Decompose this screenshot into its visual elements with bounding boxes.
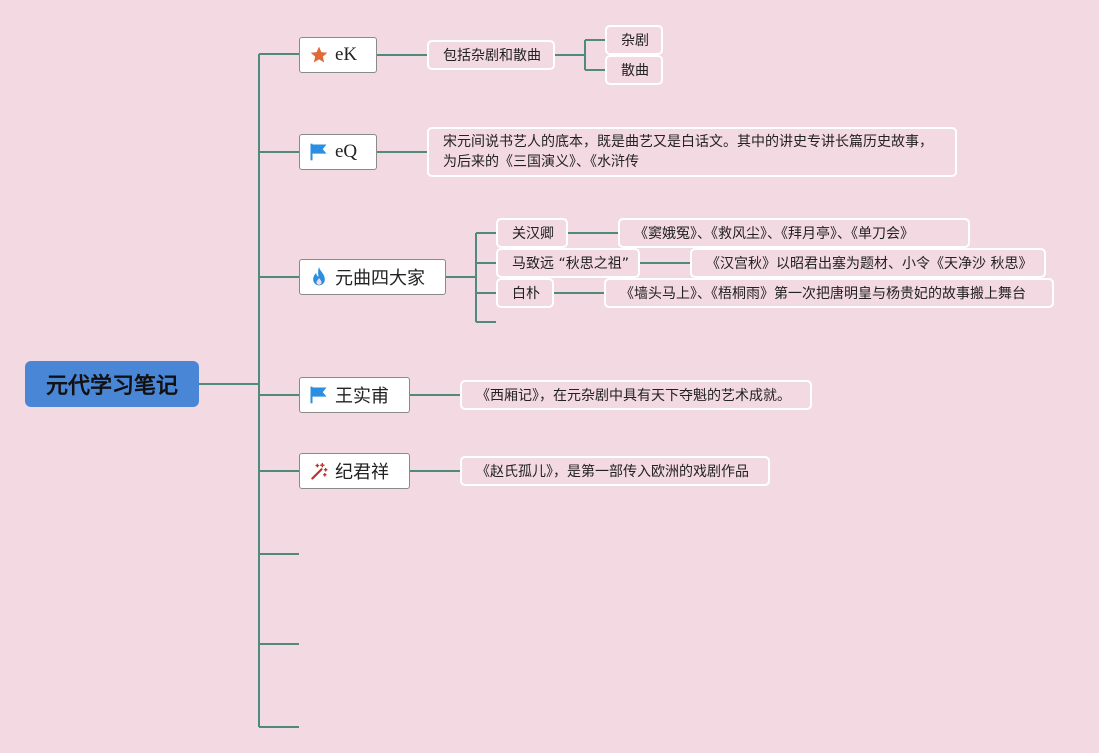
topic-ji-junxiang[interactable]: 纪君祥 — [299, 453, 410, 489]
subtopic-label: 包括杂剧和散曲 — [443, 48, 541, 64]
detail-bai-pu-works[interactable]: 《墙头马上》、《梧桐雨》第一次把唐明皇与杨贵妃的故事搬上舞台 — [604, 278, 1054, 308]
note-line-1: 宋元间说书艺人的底本，既是曲艺又是白话文。其中的讲史专讲长篇历史故事， — [443, 134, 933, 150]
subtopic-ma-zhiyuan[interactable]: 马致远 “秋思之祖” — [496, 248, 640, 278]
detail-label: 《西厢记》，在元杂剧中具有天下夺魁的艺术成就。 — [476, 388, 791, 404]
topic-wang-shifu[interactable]: 王实甫 — [299, 377, 410, 413]
detail-zhaoshi-gu-er[interactable]: 《赵氏孤儿》，是第一部传入欧洲的戏剧作品 — [460, 456, 770, 486]
subtopic-bai-pu[interactable]: 白朴 — [496, 278, 554, 308]
detail-label: 《汉宫秋》以昭君出塞为题材、小令《天净沙 秋思》 — [706, 256, 1033, 272]
subtopic-huaben-note[interactable]: 宋元间说书艺人的底本，既是曲艺又是白话文。其中的讲史专讲长篇历史故事， 为后来的… — [427, 127, 957, 177]
magic-wand-icon — [308, 460, 330, 482]
star-icon — [308, 44, 330, 66]
detail-label: 《墙头马上》、《梧桐雨》第一次把唐明皇与杨贵妃的故事搬上舞台 — [620, 286, 1026, 302]
subtopic-ek-scope[interactable]: 包括杂剧和散曲 — [427, 40, 555, 70]
topic-label: 元曲四大家 — [335, 268, 425, 289]
topic-four-masters[interactable]: 元曲四大家 — [299, 259, 446, 295]
flag-icon — [308, 384, 330, 406]
subtopic-label: 杂剧 — [621, 33, 649, 49]
topic-label: 纪君祥 — [335, 462, 389, 483]
topic-label: eQ — [335, 141, 358, 162]
subtopic-label: 马致远 “秋思之祖” — [512, 256, 629, 272]
root-topic-label: 元代学习笔记 — [45, 374, 178, 399]
topic-label: eK — [335, 44, 358, 65]
flag-icon — [308, 141, 330, 163]
root-topic[interactable]: 元代学习笔记 — [25, 361, 199, 407]
detail-xixiang-ji[interactable]: 《西厢记》，在元杂剧中具有天下夺魁的艺术成就。 — [460, 380, 812, 410]
detail-label: 《赵氏孤儿》，是第一部传入欧洲的戏剧作品 — [476, 464, 749, 480]
subtopic-label: 关汉卿 — [512, 226, 554, 242]
topic-eq[interactable]: eQ — [299, 134, 377, 170]
note-line-2: 为后来的《三国演义》、《水浒传 — [443, 154, 639, 170]
detail-label: 《窦娥冤》、《救风尘》、《拜月亭》、《单刀会》 — [634, 226, 914, 242]
subtopic-guan-hanqing[interactable]: 关汉卿 — [496, 218, 568, 248]
detail-guan-hanqing-works[interactable]: 《窦娥冤》、《救风尘》、《拜月亭》、《单刀会》 — [618, 218, 970, 248]
topic-label: 王实甫 — [335, 386, 389, 407]
fire-icon — [308, 266, 330, 288]
topic-ek[interactable]: eK — [299, 37, 377, 73]
subtopic-label: 白朴 — [512, 286, 540, 302]
subtopic-sanqu[interactable]: 散曲 — [605, 55, 663, 85]
subtopic-zaju[interactable]: 杂剧 — [605, 25, 663, 55]
subtopic-label: 散曲 — [621, 63, 649, 79]
detail-ma-zhiyuan-works[interactable]: 《汉宫秋》以昭君出塞为题材、小令《天净沙 秋思》 — [690, 248, 1046, 278]
